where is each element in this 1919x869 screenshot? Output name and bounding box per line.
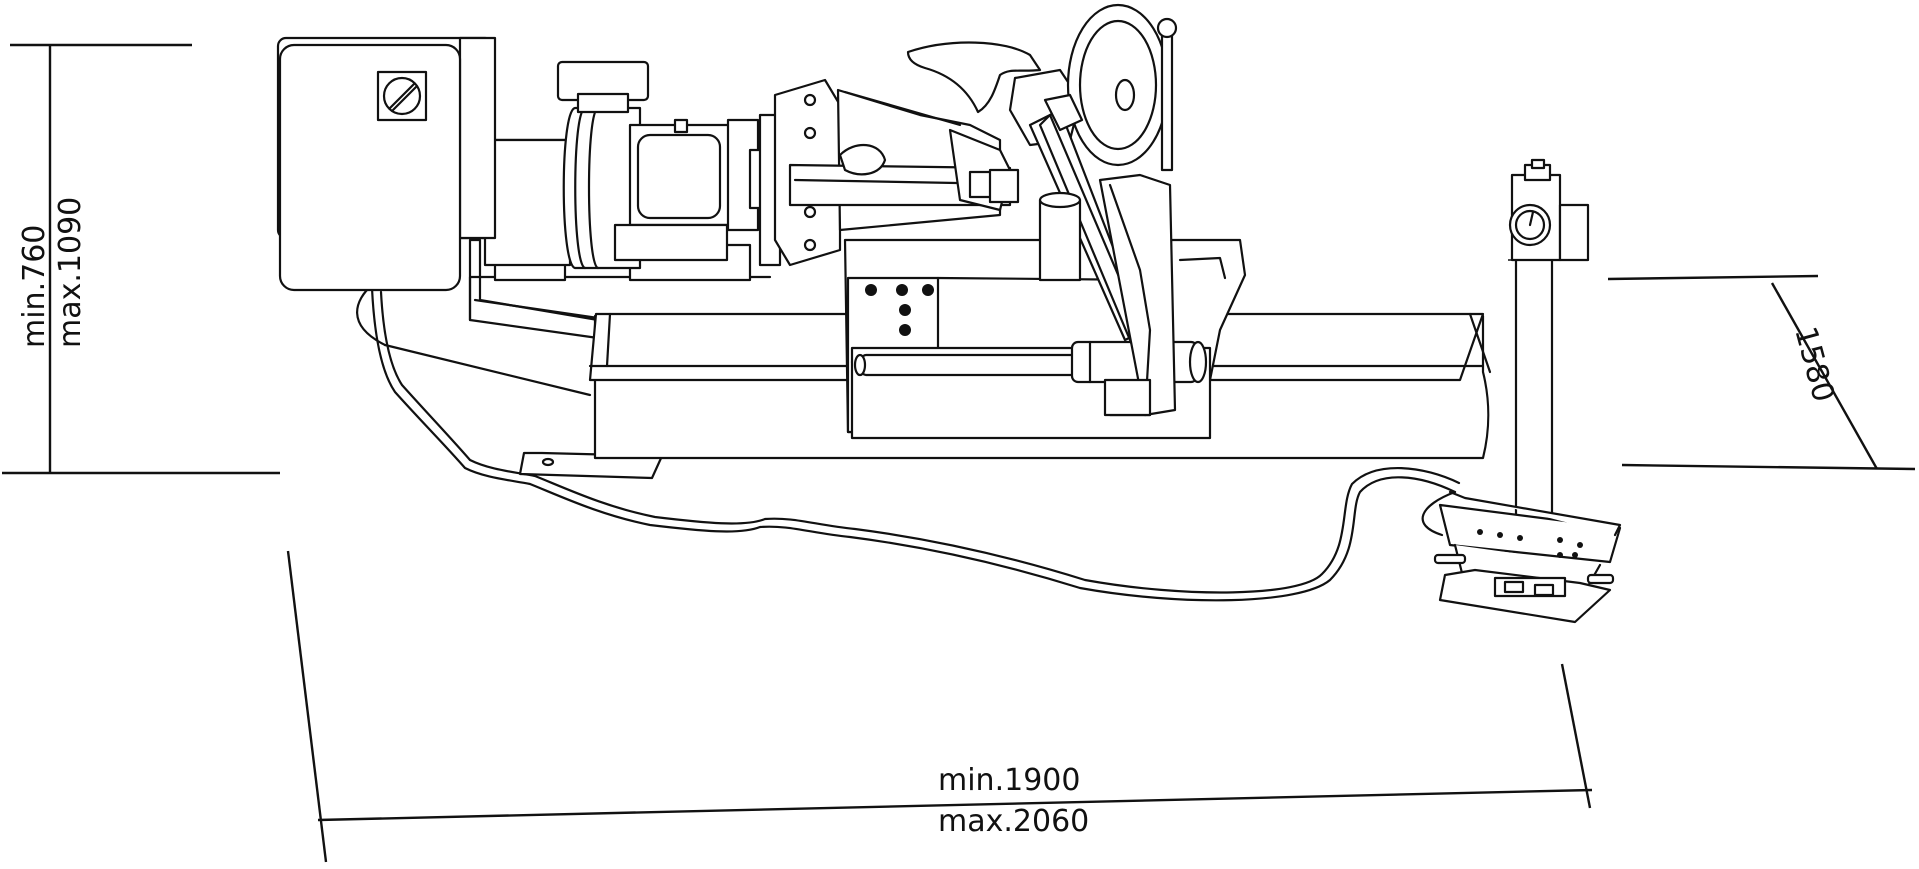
height-dimension (2, 43, 280, 475)
control-box (276, 36, 497, 292)
length-max-label: max.2060 (938, 804, 1089, 839)
height-max-label: max.1090 (53, 197, 88, 348)
foot-pedals (1433, 490, 1622, 624)
depth-dimension (1607, 274, 1916, 471)
height-min-label: min.760 (17, 225, 52, 348)
length-dimension (286, 550, 1593, 863)
depth-label: 1580 (1787, 323, 1841, 406)
pedal-cable (370, 286, 1461, 602)
length-min-label: min.1900 (938, 763, 1080, 798)
pedal-post (1508, 158, 1590, 522)
motor-housing (483, 60, 764, 270)
spindle-flange (758, 78, 1020, 267)
bead-breaker-arm (906, 3, 1178, 417)
